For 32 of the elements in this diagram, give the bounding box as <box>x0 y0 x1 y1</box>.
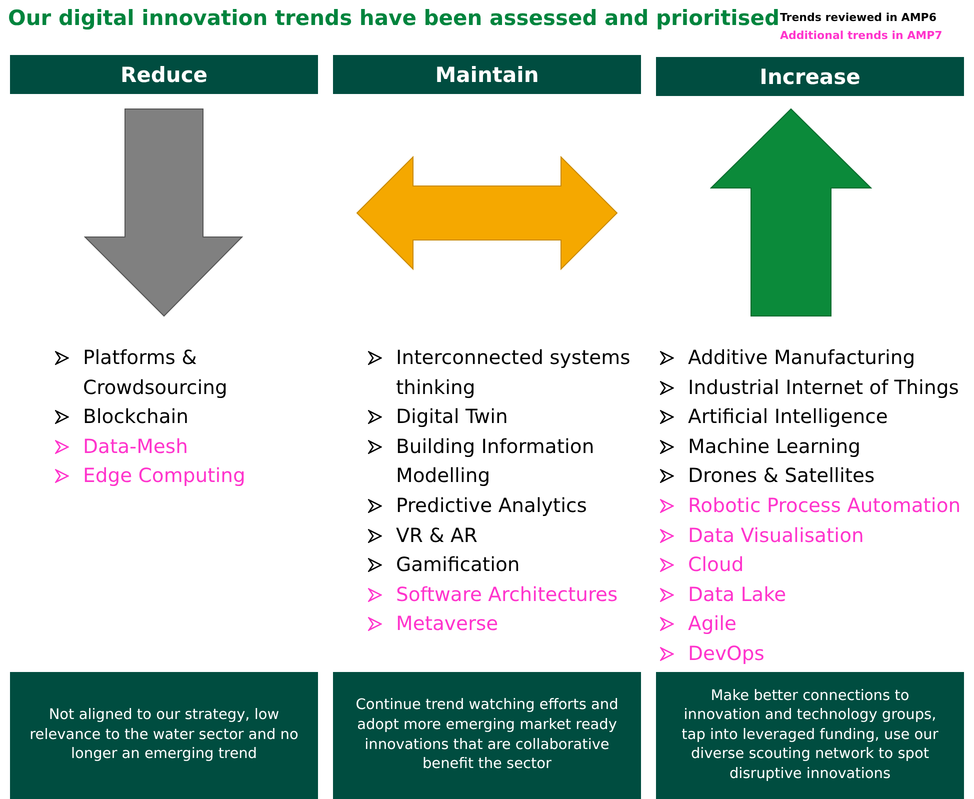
list-item: Blockchain <box>83 404 189 430</box>
summary-panel: Continue trend watching efforts and adopt more emerging market ready innovations that are collaborative benefit the sector <box>333 672 641 799</box>
summary-panel: Make better connections to innovation and technology groups, tap into leveraged funding, use our diverse scouting network to spot disruptive innovations <box>656 672 964 799</box>
list-item: Platforms & Crowdsourcing <box>83 345 228 401</box>
list-item: Metaverse <box>396 611 498 638</box>
list-item: Software Architectures <box>396 582 618 608</box>
summary-panel: Not aligned to our strategy, low relevance to the water sector and no longer an emerging trend <box>10 672 318 799</box>
list-item: Robotic Process Automation <box>688 492 961 519</box>
list-item: Additive Manufacturing <box>688 345 916 371</box>
list-item: Building Information Modelling <box>396 434 596 490</box>
list-item: Artificial Intelligence <box>688 404 888 430</box>
list-item: Digital Twin <box>396 404 508 430</box>
list-item: Interconnected systems thinking <box>396 345 632 401</box>
list-item: Machine Learning <box>688 434 860 460</box>
list-item: Agile <box>688 611 737 638</box>
legend-text: Trends reviewed in AMP6 <box>780 11 936 24</box>
list-item: Industrial Internet of Things <box>688 374 959 401</box>
list-item: Edge Computing <box>83 463 246 490</box>
list-item: Data-Mesh <box>83 434 188 460</box>
list-item: Cloud <box>688 552 744 578</box>
list-item: Gamification <box>396 552 520 578</box>
list-item: Predictive Analytics <box>396 492 587 519</box>
slide-title: Our digital innovation trends have been assessed and prioritised <box>8 6 780 30</box>
legend-text: Additional trends in AMP7 <box>780 29 942 42</box>
list-item: Data Visualisation <box>688 522 864 549</box>
column-header: Maintain <box>333 55 641 94</box>
list-item: Data Lake <box>688 582 786 608</box>
list-item: Drones & Satellites <box>688 463 875 490</box>
column-header: Reduce <box>10 55 318 94</box>
list-item: VR & AR <box>396 522 478 549</box>
list-item: DevOps <box>688 640 764 667</box>
column-header: Increase <box>656 57 964 96</box>
